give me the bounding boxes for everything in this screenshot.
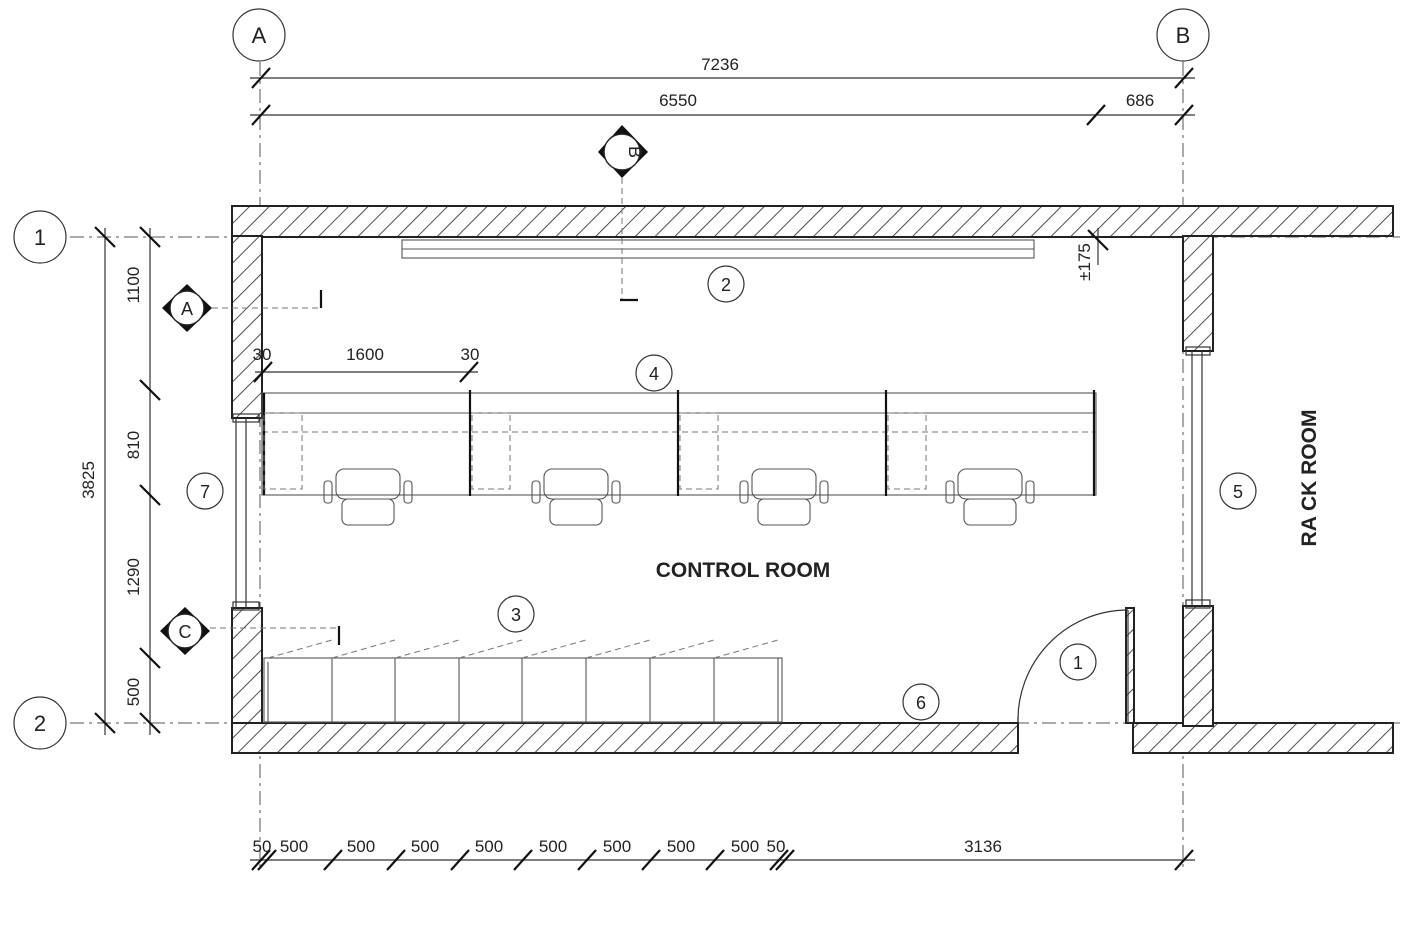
svg-text:1: 1 bbox=[1073, 653, 1083, 673]
tag-4: 4 bbox=[635, 354, 673, 392]
dimension-desk: 30 1600 30 bbox=[253, 345, 480, 383]
dimension-left-segments: 1100 810 1290 500 bbox=[124, 226, 161, 735]
chair bbox=[945, 468, 1035, 526]
svg-text:810: 810 bbox=[124, 431, 143, 459]
svg-text:5: 5 bbox=[1233, 482, 1243, 502]
svg-text:6550: 6550 bbox=[659, 91, 697, 110]
walls bbox=[231, 205, 1394, 754]
svg-text:50: 50 bbox=[767, 837, 786, 856]
svg-text:500: 500 bbox=[124, 678, 143, 706]
dimension-left-total: 3825 bbox=[79, 226, 116, 735]
chair bbox=[739, 468, 829, 526]
svg-text:500: 500 bbox=[667, 837, 695, 856]
svg-text:500: 500 bbox=[731, 837, 759, 856]
dimension-top-main: 6550 686 bbox=[250, 91, 1195, 126]
svg-text:1: 1 bbox=[34, 225, 46, 250]
svg-text:7: 7 bbox=[200, 482, 210, 502]
section-marker-c: C bbox=[160, 607, 341, 655]
svg-text:B: B bbox=[625, 146, 645, 158]
grid-bubble-b: B bbox=[1156, 8, 1210, 62]
svg-text:686: 686 bbox=[1126, 91, 1154, 110]
dimension-ceiling: ±175 bbox=[1075, 228, 1109, 281]
section-marker-b: B bbox=[598, 125, 648, 302]
control-desk bbox=[261, 390, 1097, 496]
tag-2: 2 bbox=[707, 265, 745, 303]
grid-bubble-1: 1 bbox=[13, 210, 67, 264]
grid-bubble-a: A bbox=[232, 8, 286, 62]
svg-text:7236: 7236 bbox=[701, 55, 739, 74]
svg-text:3825: 3825 bbox=[79, 461, 98, 499]
svg-text:A: A bbox=[252, 23, 267, 48]
storage-cabinets bbox=[263, 639, 783, 723]
svg-text:C: C bbox=[179, 622, 192, 642]
svg-text:500: 500 bbox=[475, 837, 503, 856]
svg-text:50: 50 bbox=[253, 837, 272, 856]
grid-bubble-2: 2 bbox=[13, 696, 67, 750]
svg-text:1290: 1290 bbox=[124, 558, 143, 596]
door bbox=[1017, 609, 1129, 724]
tag-6: 6 bbox=[902, 683, 940, 721]
svg-text:3136: 3136 bbox=[964, 837, 1002, 856]
svg-text:500: 500 bbox=[411, 837, 439, 856]
tag-3: 3 bbox=[497, 595, 535, 633]
dimension-bottom: 50 500 500 500 500 500 500 500 500 50 31… bbox=[250, 837, 1195, 871]
svg-text:2: 2 bbox=[721, 275, 731, 295]
tag-5: 5 bbox=[1219, 472, 1257, 510]
svg-text:±175: ±175 bbox=[1075, 243, 1094, 281]
tag-7: 7 bbox=[186, 472, 224, 510]
svg-text:500: 500 bbox=[539, 837, 567, 856]
dimension-top-overall: 7236 bbox=[250, 55, 1195, 89]
svg-text:1600: 1600 bbox=[346, 345, 384, 364]
svg-text:4: 4 bbox=[649, 364, 659, 384]
svg-text:6: 6 bbox=[916, 693, 926, 713]
room-label-control: CONTROL ROOM bbox=[656, 559, 831, 582]
svg-text:500: 500 bbox=[347, 837, 375, 856]
svg-text:500: 500 bbox=[280, 837, 308, 856]
section-marker-a: A bbox=[162, 284, 323, 332]
svg-text:A: A bbox=[181, 299, 193, 319]
svg-text:B: B bbox=[1176, 23, 1191, 48]
svg-text:3: 3 bbox=[511, 605, 521, 625]
ceiling-fixture bbox=[401, 239, 1035, 259]
svg-text:30: 30 bbox=[253, 345, 272, 364]
chair bbox=[323, 468, 413, 526]
room-label-rack: RA CK ROOM bbox=[1298, 410, 1321, 547]
svg-text:2: 2 bbox=[34, 711, 46, 736]
chair bbox=[531, 468, 621, 526]
tag-1: 1 bbox=[1059, 643, 1097, 681]
svg-text:1100: 1100 bbox=[124, 267, 143, 304]
svg-text:30: 30 bbox=[461, 345, 480, 364]
window-partition bbox=[1185, 346, 1211, 609]
chairs bbox=[323, 468, 1035, 526]
window-left bbox=[232, 413, 260, 611]
svg-text:500: 500 bbox=[603, 837, 631, 856]
